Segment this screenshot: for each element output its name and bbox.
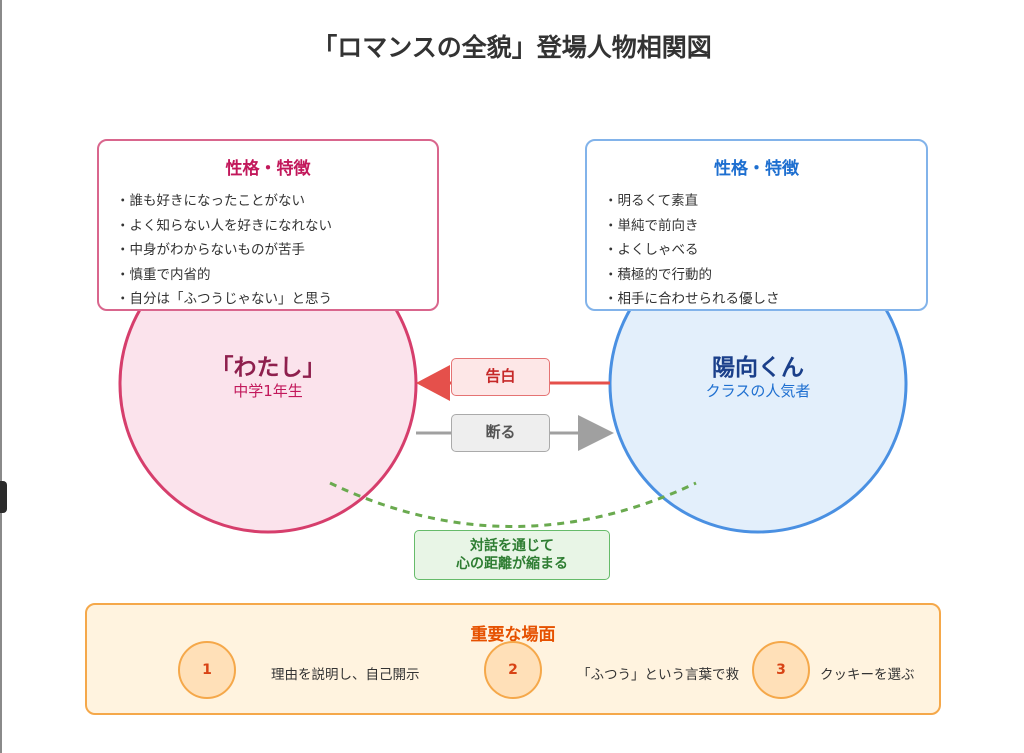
left-traits-box: 性格・特徴 誰も好きになったことがない よく知らない人を好きになれない 中身がわ… [97, 139, 439, 311]
left-traits-list: 誰も好きになったことがない よく知らない人を好きになれない 中身がわからないもの… [116, 189, 437, 312]
refuse-arrowhead [578, 415, 614, 451]
left-character-name: 「わたし」 [210, 355, 326, 381]
right-traits-title: 性格・特徴 [714, 159, 799, 179]
scene-label-2: 「ふつう」という言葉で救 [577, 667, 739, 683]
trait-item: 中身がわからないものが苦手 [116, 238, 437, 263]
trait-item: 自分は「ふつうじゃない」と思う [116, 287, 437, 312]
trait-item: 単純で前向き [604, 214, 926, 239]
trait-item: 相手に合わせられる優しさ [604, 287, 926, 312]
dialogue-label: 対話を通じて 心の距離が縮まる [414, 530, 610, 580]
diagram-title: 「ロマンスの全貌」登場人物相関図 [312, 33, 712, 62]
scene-label-3: クッキーを選ぶ [820, 667, 915, 683]
dialogue-label-line1: 対話を通じて [470, 538, 554, 554]
refuse-label: 断る [451, 414, 550, 452]
left-traits-title: 性格・特徴 [225, 159, 311, 179]
scene-number-3: 3 [752, 641, 810, 699]
right-character-name: 陽向くん [712, 355, 804, 381]
key-scenes-box: 重要な場面 1 理由を説明し、自己開示 2 「ふつう」という言葉で救 3 クッキ… [85, 603, 941, 715]
scene-number-1: 1 [178, 641, 236, 699]
scene-label-1: 理由を説明し、自己開示 [271, 667, 420, 683]
confess-arrowhead [416, 365, 450, 401]
trait-item: 誰も好きになったことがない [116, 189, 437, 214]
scene-number-2: 2 [484, 641, 542, 699]
trait-item: よくしゃべる [604, 238, 926, 263]
dialogue-label-line2: 心の距離が縮まる [456, 556, 568, 572]
trait-item: 明るくて素直 [604, 189, 926, 214]
trait-item: 積極的で行動的 [604, 263, 926, 288]
dialogue-curve [329, 481, 697, 528]
left-character-subtitle: 中学1年生 [233, 382, 303, 400]
window-left-edge [0, 0, 2, 753]
trait-item: 慎重で内省的 [116, 263, 437, 288]
right-character-subtitle: クラスの人気者 [705, 382, 811, 400]
trait-item: よく知らない人を好きになれない [116, 214, 437, 239]
key-scenes-title: 重要な場面 [470, 625, 556, 645]
right-traits-box: 性格・特徴 明るくて素直 単純で前向き よくしゃべる 積極的で行動的 相手に合わ… [585, 139, 928, 311]
side-handle[interactable] [0, 481, 7, 513]
confess-label: 告白 [451, 358, 550, 396]
right-traits-list: 明るくて素直 単純で前向き よくしゃべる 積極的で行動的 相手に合わせられる優し… [604, 189, 926, 312]
